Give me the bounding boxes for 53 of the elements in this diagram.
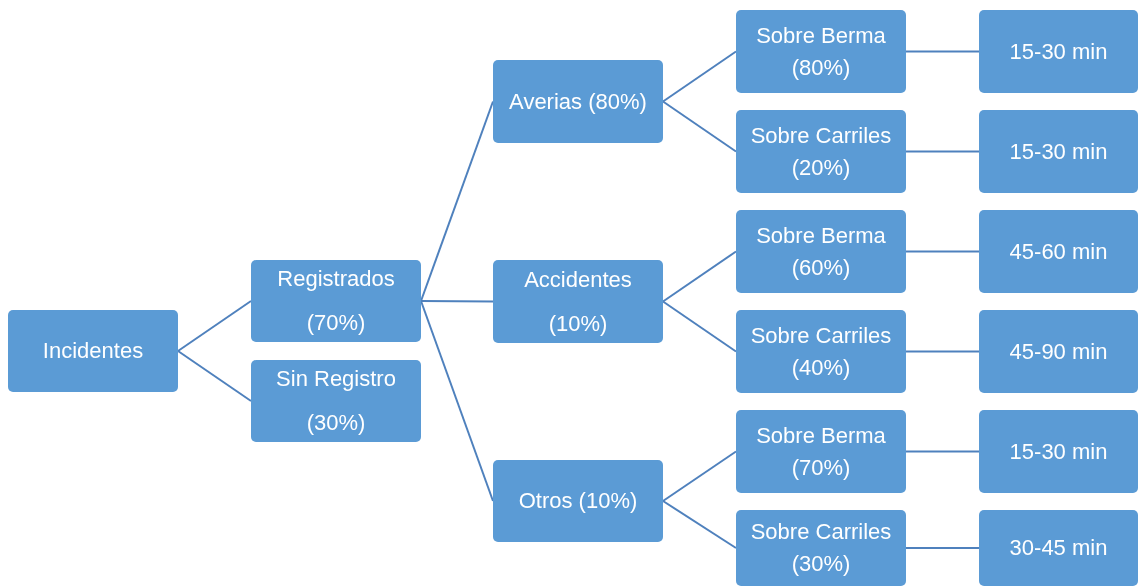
connector-line: [662, 500, 737, 549]
connector-line: [905, 450, 980, 453]
node-label: Sobre Berma (70%): [755, 421, 887, 482]
category-box: [493, 60, 663, 143]
node-label: 15-30 min: [1009, 37, 1108, 66]
node-label: 15-30 min: [1009, 137, 1108, 166]
connector-line: [662, 100, 737, 153]
category-box: [736, 310, 906, 393]
category-box: [493, 460, 663, 542]
node-label: Sobre Carriles (40%): [749, 321, 893, 382]
node-label: Sobre Berma (60%): [755, 221, 887, 282]
category-box: [736, 10, 906, 93]
category-box: [736, 510, 906, 586]
node-label: 15-30 min: [1009, 437, 1108, 466]
connector-line: [905, 250, 980, 253]
node-label: Sin Registro (30%): [275, 365, 397, 437]
node-label: Accidentes (10%): [523, 265, 633, 338]
connector-line: [420, 300, 494, 502]
category-box: [979, 210, 1138, 293]
connector-line: [420, 100, 494, 302]
connector-line: [177, 300, 252, 352]
connector-line: [662, 450, 737, 502]
node-label: Sobre Carriles (20%): [749, 121, 893, 182]
node-label: 45-60 min: [1009, 237, 1108, 266]
connector-line: [662, 250, 737, 303]
connector-line: [905, 350, 980, 353]
category-box: [736, 210, 906, 293]
category-box: [979, 110, 1138, 193]
category-box: [979, 310, 1138, 393]
node-label: Incidentes: [42, 337, 144, 365]
node-label: Sobre Berma (80%): [755, 21, 887, 82]
category-box: [251, 260, 421, 342]
category-box: [979, 410, 1138, 493]
category-box: [979, 10, 1138, 93]
connector-line: [420, 300, 494, 303]
node-label: Sobre Carriles (30%): [749, 518, 893, 578]
connector-line: [177, 350, 252, 402]
category-box: [979, 510, 1138, 586]
connector-line: [662, 300, 737, 353]
category-box: [736, 110, 906, 193]
category-box: [493, 260, 663, 343]
category-box: [251, 360, 421, 442]
connector-line: [905, 50, 980, 53]
category-box: [8, 310, 178, 392]
connector-line: [905, 547, 980, 549]
category-box: [736, 410, 906, 493]
node-label: 45-90 min: [1009, 337, 1108, 366]
node-label: Otros (10%): [518, 487, 638, 515]
node-label: Averias (80%): [509, 87, 647, 116]
node-label: Registrados (70%): [276, 265, 396, 337]
connector-line: [905, 150, 980, 153]
node-label: 30-45 min: [1009, 534, 1108, 562]
connector-line: [662, 50, 737, 103]
